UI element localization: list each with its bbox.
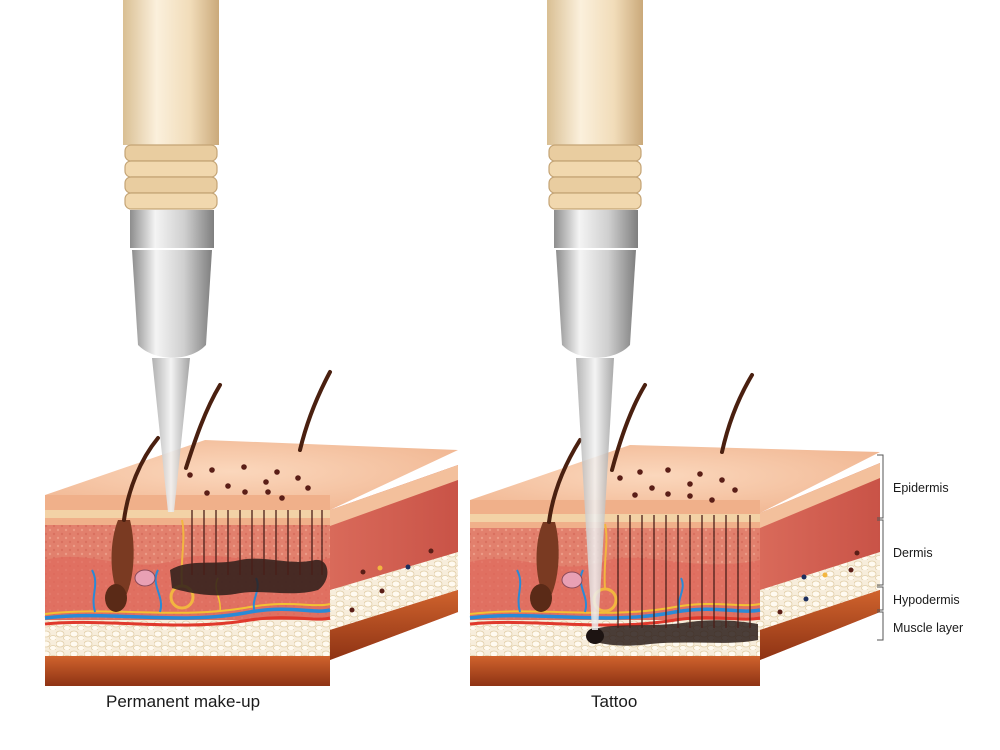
skin-block-right (469, 373, 880, 686)
pigment-deposit (590, 620, 758, 646)
hair-shaft (720, 373, 754, 454)
pore-dot (377, 565, 383, 571)
pigment-dots-top (187, 464, 311, 501)
side-epidermis-right (760, 463, 880, 528)
capillary (677, 577, 684, 613)
sebaceous-gland (561, 571, 583, 589)
hair-bulb (530, 584, 552, 612)
capillary (91, 569, 97, 613)
pore-dot (803, 596, 809, 602)
pore-dot (360, 569, 366, 575)
hair-shaft (122, 436, 160, 522)
pore-dot (349, 607, 355, 613)
hair-shaft (184, 383, 222, 470)
front-muscle-right (470, 656, 760, 686)
handpiece-grip (547, 0, 643, 145)
grip-rings (548, 144, 642, 210)
artery (44, 616, 331, 627)
top-face-right (470, 445, 880, 513)
pore-dot (848, 567, 854, 573)
needle (152, 358, 190, 512)
side-muscle-right (760, 590, 880, 660)
pore-dot (428, 548, 434, 554)
side-epidermis-left (330, 465, 458, 526)
label-muscle-layer: Muscle layer (893, 621, 964, 635)
pigment-channels (617, 515, 751, 628)
handpiece-grip (123, 0, 219, 145)
caption-tattoo: Tattoo (591, 692, 638, 711)
pigment-deposit (170, 558, 328, 596)
hair-shaft (610, 383, 647, 472)
vein (44, 607, 331, 620)
cartridge-tip (556, 250, 636, 358)
caption-permanent-makeup: Permanent make-up (106, 692, 261, 711)
pore-dot (405, 564, 411, 570)
needle-cartridge (554, 210, 638, 248)
hair-bulb (105, 584, 127, 612)
capillary (516, 569, 522, 613)
pigment-drop (586, 628, 604, 644)
label-dermis: Dermis (893, 546, 933, 560)
grip-rings (124, 144, 218, 210)
skin-block-left (44, 370, 458, 686)
tattoo-machine-right (547, 0, 643, 630)
hair-shaft (547, 438, 582, 524)
capillary (579, 569, 588, 613)
pore-dot (854, 550, 860, 556)
pore-dot (379, 588, 385, 594)
label-hypodermis: Hypodermis (893, 593, 960, 607)
stratum-line (470, 514, 760, 522)
side-hypodermis-left (330, 552, 458, 630)
pigment-dots-top (617, 467, 738, 503)
pigment-channels (191, 510, 323, 575)
label-epidermis: Epidermis (893, 481, 949, 495)
sweat-duct (603, 523, 608, 590)
capillary (154, 569, 163, 613)
needle (576, 358, 614, 630)
front-muscle-left (45, 656, 330, 686)
sebaceous-gland (134, 569, 156, 587)
top-face-left (45, 440, 458, 510)
pore-dot (822, 572, 828, 578)
layer-bracket (877, 454, 884, 641)
cartridge-tip (132, 250, 212, 358)
hair-follicle (111, 520, 134, 600)
hair-shaft (298, 370, 332, 452)
hair-follicle (536, 522, 559, 600)
tattoo-machine-left (123, 0, 219, 512)
stratum-line (45, 510, 330, 518)
side-muscle-left (330, 590, 458, 660)
pore-dot (777, 609, 783, 615)
needle-cartridge (130, 210, 214, 248)
pore-dot (801, 574, 807, 580)
